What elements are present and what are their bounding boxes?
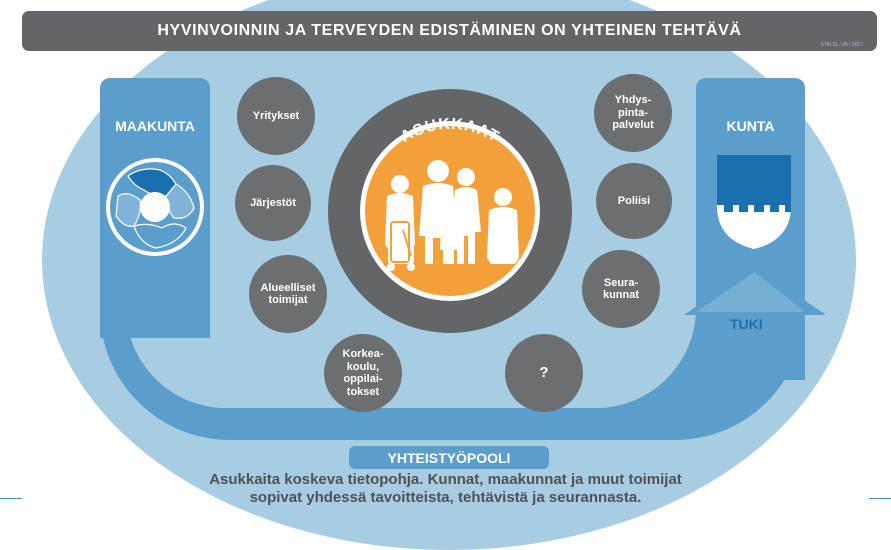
region-map-icon [106,158,204,256]
title-bar: HYVINVOINNIN JA TERVEYDEN EDISTÄMINEN ON… [22,11,877,51]
municipality-shield-icon [717,155,791,249]
jarjestot-circle: Järjestöt [235,165,311,241]
alueelliset-toimijat-circle: Alueelliset toimijat [249,255,327,333]
seurakunnat-circle: Seura- kunnat [582,250,660,328]
yhteistyopooli-label: YHTEISTYÖPOOLI [349,446,549,469]
pool-description-line-1: Asukkaita koskeva tietopohja. Kunnat, ma… [209,471,682,488]
maakunta-label: MAAKUNTA [115,118,195,134]
pool-description: Asukkaita koskeva tietopohja. Kunnat, ma… [0,471,891,507]
pool-description-line-2: sopivat yhdessä tavoitteista, tehtävistä… [249,489,642,506]
document-code: STM 31 / 06 / 2017 [820,42,863,48]
left-edge-rule [0,498,22,499]
yritykset-circle: Yritykset [237,77,315,155]
right-edge-rule [869,498,891,499]
page-title: HYVINVOINNIN JA TERVEYDEN EDISTÄMINEN ON… [157,22,742,39]
korkeakoulu-circle: Korkea- koulu, oppilai- tokset [324,334,402,412]
poliisi-circle: Poliisi [596,163,672,239]
residents-group-icon [385,160,519,271]
kunta-label: KUNTA [726,118,775,134]
tuki-label: TUKI [730,316,763,332]
yhdyspintapalvelut-circle: Yhdys- pinta- palvelut [594,74,672,152]
asukkaat-label: ASUKKAAT [398,116,501,146]
support-arrow [684,266,826,380]
unknown-actor-circle: ? [505,334,583,412]
